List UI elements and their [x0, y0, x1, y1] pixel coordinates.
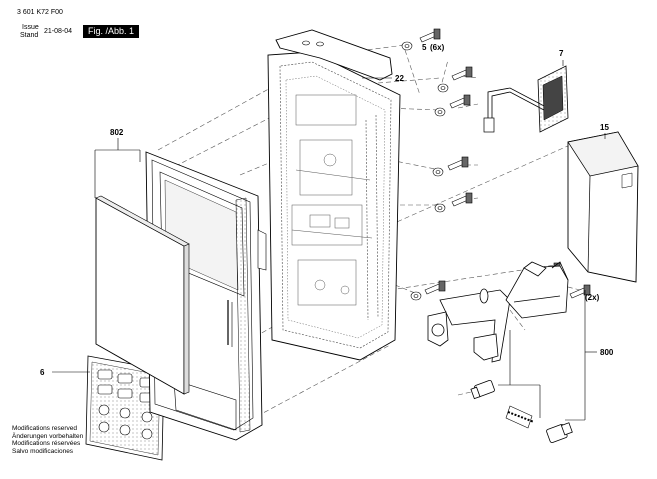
mod-line-en: Modifications reserved: [12, 425, 78, 432]
mod-line-fr: Modifications réservées: [12, 440, 81, 447]
label-part-22: 22: [395, 74, 404, 83]
label-part-7: 7: [559, 49, 564, 58]
callout-leaders: [52, 60, 606, 421]
label-screw-qty: (2x): [585, 293, 600, 302]
figure-label: Fig. /Abb. 1: [83, 25, 140, 38]
flex-cable-part-7: [483, 65, 569, 133]
label-part-800: 800: [600, 348, 614, 357]
label-part-802: 802: [110, 128, 124, 137]
label-part-15: 15: [600, 123, 609, 132]
main-housing-part-22: [267, 29, 401, 361]
keypad-membrane-part-6: [85, 355, 165, 461]
bracket-assembly-part-800: [427, 261, 573, 443]
issue-date: 21-08-04: [44, 28, 73, 35]
module-part-15: [567, 131, 639, 283]
front-cover-part-802: [95, 151, 267, 441]
issue-label: Issue: [22, 24, 39, 31]
label-part-5: 5: [422, 43, 427, 52]
label-part-5-qty: (6x): [430, 43, 445, 52]
doc-number: 3 601 K72 F00: [17, 9, 63, 16]
stand-label: Stand: [20, 32, 39, 39]
mod-line-de: Änderungen vorbehalten: [12, 432, 84, 440]
label-part-6: 6: [40, 368, 45, 377]
modifications-notice: Modifications reserved Änderungen vorbeh…: [12, 425, 83, 455]
mod-line-es: Salvo modificaciones: [12, 447, 74, 455]
